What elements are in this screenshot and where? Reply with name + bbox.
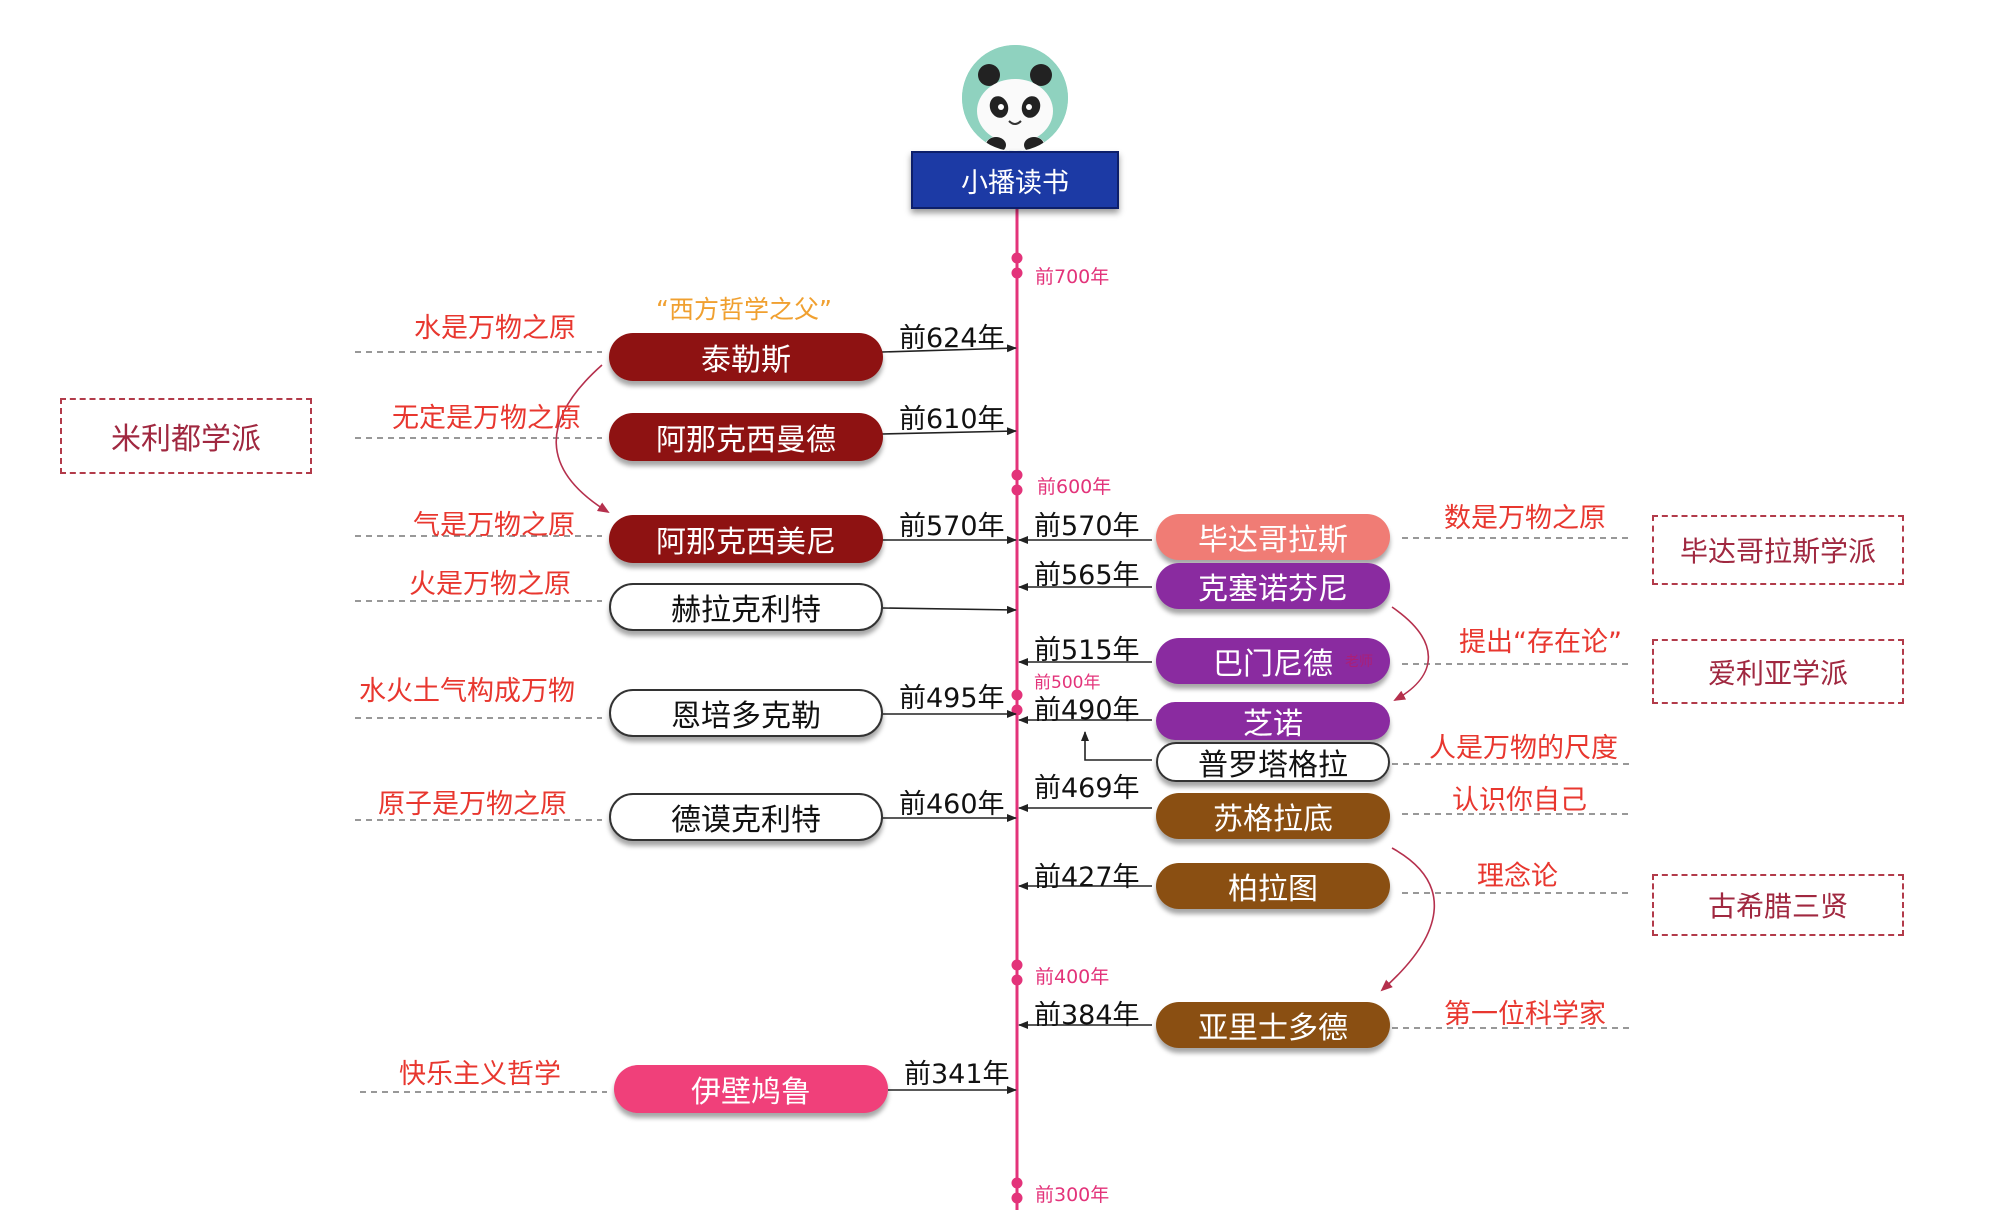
philosopher-parmenides: 巴门尼德 bbox=[1156, 638, 1390, 684]
philosopher-empedocles: 恩培多克勒 bbox=[609, 689, 883, 737]
philosopher-democritus: 德谟克利特 bbox=[609, 793, 883, 841]
school-miletus: 米利都学派 bbox=[60, 398, 312, 474]
doctrine-note: 人是万物的尺度 bbox=[1429, 733, 1618, 764]
right-dashed-lines bbox=[1392, 537, 1632, 1029]
philosopher-pythagoras: 毕达哥拉斯 bbox=[1156, 514, 1390, 560]
doctrine-note: 提出“存在论” bbox=[1459, 627, 1622, 658]
year-label: 前515年 bbox=[1034, 635, 1140, 666]
faint-mark: 老师 bbox=[1345, 654, 1373, 670]
curved-red-arrows bbox=[555, 364, 1436, 992]
philosopher-zeno: 芝诺 bbox=[1156, 702, 1390, 742]
tick-label: 前700年 bbox=[1035, 266, 1110, 288]
philosopher-plato: 柏拉图 bbox=[1156, 863, 1390, 909]
tick-label: 前300年 bbox=[1035, 1184, 1110, 1206]
doctrine-note: 无定是万物之原 bbox=[392, 403, 581, 434]
school-three-sages: 古希腊三贤 bbox=[1652, 874, 1904, 936]
doctrine-note: 火是万物之原 bbox=[409, 569, 571, 600]
philosopher-protagoras: 普罗塔格拉 bbox=[1156, 742, 1390, 783]
year-label: 前384年 bbox=[1034, 1000, 1140, 1031]
doctrine-note: 原子是万物之原 bbox=[378, 789, 567, 820]
year-label: 前570年 bbox=[1034, 511, 1140, 542]
doctrine-note: 认识你自己 bbox=[1452, 785, 1587, 816]
channel-title: 小播读书 bbox=[911, 151, 1119, 209]
philosopher-heraclitus: 赫拉克利特 bbox=[609, 583, 883, 631]
year-label: 前460年 bbox=[899, 789, 1005, 820]
tick-label: 前600年 bbox=[1037, 476, 1112, 498]
year-label: 前469年 bbox=[1034, 773, 1140, 804]
year-label: 前624年 bbox=[899, 323, 1005, 354]
doctrine-note: 快乐主义哲学 bbox=[399, 1059, 561, 1090]
doctrine-note: 数是万物之原 bbox=[1444, 503, 1606, 534]
left-dashed-lines bbox=[355, 351, 607, 1093]
philosopher-anaximenes: 阿那克西美尼 bbox=[609, 515, 883, 563]
year-label: 前341年 bbox=[904, 1059, 1010, 1090]
philosopher-anaximander: 阿那克西曼德 bbox=[609, 413, 883, 461]
year-label: 前570年 bbox=[899, 511, 1005, 542]
philosopher-thales: 泰勒斯 bbox=[609, 333, 883, 381]
philosopher-epicurus: 伊壁鸠鲁 bbox=[614, 1065, 888, 1113]
doctrine-note: 水火土气构成万物 bbox=[359, 676, 575, 707]
doctrine-note: 气是万物之原 bbox=[413, 510, 575, 541]
year-label: 前565年 bbox=[1034, 560, 1140, 591]
year-label: 前495年 bbox=[899, 683, 1005, 714]
doctrine-note: 理念论 bbox=[1477, 861, 1558, 892]
right-arrows bbox=[1018, 536, 1152, 1029]
year-label: 前610年 bbox=[899, 404, 1005, 435]
epithet-label: “西方哲学之父” bbox=[656, 295, 832, 324]
left-arrows bbox=[881, 344, 1017, 1094]
philosopher-socrates: 苏格拉底 bbox=[1156, 793, 1390, 839]
tick-label: 前500年 bbox=[1034, 673, 1101, 693]
axis-tick-dots bbox=[1011, 252, 1023, 1204]
school-eleatic: 爱利亚学派 bbox=[1652, 639, 1904, 704]
year-label: 前490年 bbox=[1034, 695, 1140, 726]
philosopher-xenophanes: 克塞诺芬尼 bbox=[1156, 563, 1390, 609]
panda-avatar-icon bbox=[962, 45, 1068, 151]
philosopher-aristotle: 亚里士多德 bbox=[1156, 1002, 1390, 1048]
doctrine-note: 水是万物之原 bbox=[414, 313, 576, 344]
doctrine-note: 第一位科学家 bbox=[1444, 999, 1606, 1030]
tick-label: 前400年 bbox=[1035, 966, 1110, 988]
year-label: 前427年 bbox=[1034, 862, 1140, 893]
school-pythagorean: 毕达哥拉斯学派 bbox=[1652, 515, 1904, 585]
